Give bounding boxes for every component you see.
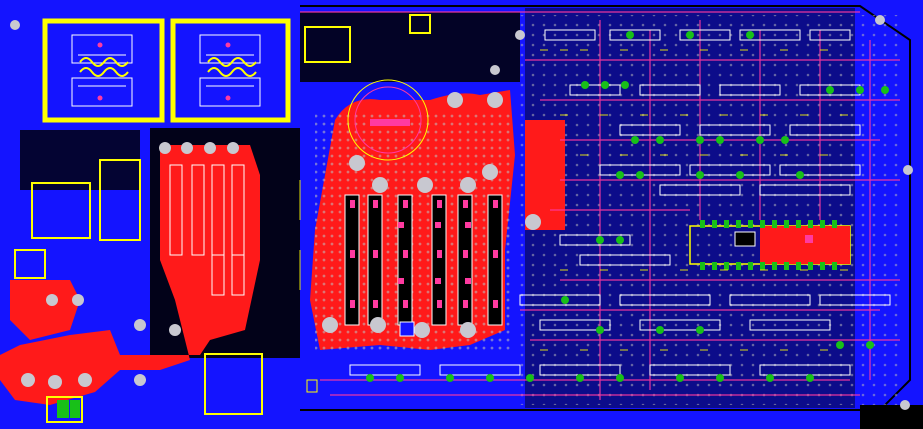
signal-tracks <box>300 11 900 400</box>
connector <box>57 400 80 418</box>
green-pads <box>366 31 889 382</box>
top-copper-pour-left <box>0 145 260 405</box>
large-pads <box>10 15 913 410</box>
silkscreen-boxes <box>14 14 431 423</box>
bottom-edge-pads <box>306 321 415 393</box>
resistor-pads <box>350 200 498 308</box>
toroid-ring <box>347 79 429 161</box>
left-component-footprints <box>169 164 245 296</box>
transformer-1 <box>42 18 165 123</box>
transformer-2 <box>170 18 291 123</box>
smd-footprints <box>349 29 891 376</box>
capacitor-markers <box>398 222 813 284</box>
board-outline-track <box>300 5 911 411</box>
ic-chip <box>689 220 851 270</box>
top-copper-pour-input <box>10 280 80 340</box>
designator-silkscreen <box>299 49 848 351</box>
top-copper-pour-center-strip <box>525 120 565 230</box>
